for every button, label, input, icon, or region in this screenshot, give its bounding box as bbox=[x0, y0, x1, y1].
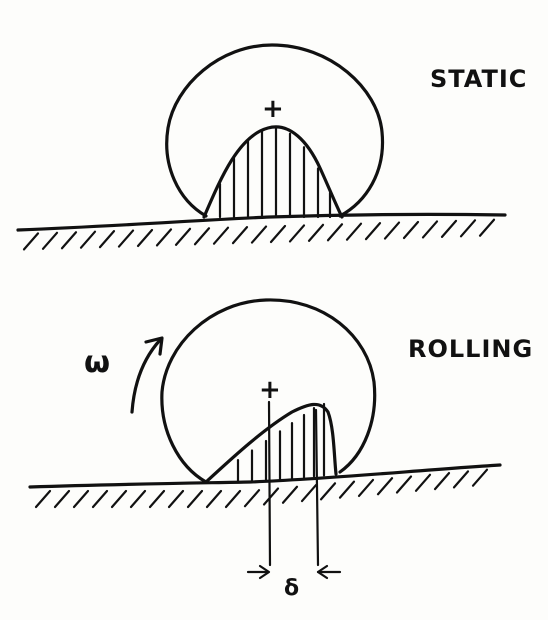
hatch-stroke bbox=[60, 231, 78, 250]
hatch-stroke bbox=[53, 489, 71, 509]
rolling-pressure-hatching bbox=[236, 402, 326, 484]
hatch-stroke bbox=[357, 478, 375, 498]
hatch-stroke bbox=[414, 473, 432, 492]
hatch-stroke bbox=[193, 227, 211, 246]
delta-arrowhead-right bbox=[316, 564, 329, 580]
omega-label: ω bbox=[84, 345, 110, 380]
hatch-stroke bbox=[269, 224, 287, 244]
static-pressure-hatching bbox=[218, 127, 332, 219]
offset-reference-line bbox=[314, 408, 320, 567]
hatch-stroke bbox=[262, 487, 280, 506]
hatch-stroke bbox=[224, 489, 242, 509]
hatch-stroke bbox=[129, 489, 147, 509]
hatch-stroke bbox=[41, 231, 59, 250]
hatch-stroke bbox=[281, 485, 299, 504]
hatch-stroke bbox=[243, 489, 261, 508]
hatch-stroke bbox=[174, 227, 192, 246]
rolling-wheel bbox=[160, 298, 377, 484]
delta-label: δ bbox=[284, 576, 299, 601]
rolling-diagram: + δ ω ROLLING bbox=[28, 298, 533, 601]
rolling-label: ROLLING bbox=[408, 335, 533, 363]
hatch-stroke bbox=[326, 223, 344, 242]
hatch-stroke bbox=[98, 230, 116, 249]
hatch-stroke bbox=[300, 483, 318, 503]
rotation-arrowhead bbox=[144, 336, 164, 356]
center-reference-line bbox=[267, 400, 272, 567]
hatch-stroke bbox=[110, 489, 128, 509]
rolling-ground-line bbox=[28, 463, 502, 489]
hatch-stroke bbox=[79, 230, 97, 249]
hatch-stroke bbox=[319, 482, 337, 501]
hatch-stroke bbox=[395, 475, 413, 494]
hatch-stroke bbox=[402, 220, 420, 240]
hatch-stroke bbox=[117, 229, 135, 248]
hatch-stroke bbox=[288, 224, 306, 243]
hatch-stroke bbox=[433, 471, 451, 491]
hatch-stroke bbox=[307, 223, 325, 242]
hatch-stroke bbox=[364, 222, 382, 241]
hatch-stroke bbox=[212, 226, 230, 245]
static-ground-line bbox=[16, 212, 507, 232]
static-ground-hatching bbox=[22, 218, 496, 251]
hatch-stroke bbox=[452, 470, 470, 489]
hatch-stroke bbox=[478, 218, 496, 237]
hatch-stroke bbox=[440, 219, 458, 238]
hatch-stroke bbox=[167, 489, 185, 509]
hatch-stroke bbox=[186, 489, 204, 509]
hatch-stroke bbox=[250, 225, 268, 244]
hatch-stroke bbox=[383, 221, 401, 240]
hatch-stroke bbox=[22, 232, 40, 251]
static-center-mark: + bbox=[262, 94, 284, 124]
hatch-stroke bbox=[471, 468, 489, 487]
delta-arrowhead-left bbox=[258, 564, 271, 580]
rolling-pressure-curve bbox=[204, 402, 338, 484]
hatch-stroke bbox=[136, 228, 154, 248]
static-pressure-curve bbox=[202, 125, 344, 219]
hatch-stroke bbox=[91, 489, 109, 509]
rotation-arrow bbox=[130, 338, 162, 414]
static-label: STATIC bbox=[430, 65, 527, 93]
hatch-stroke bbox=[421, 220, 439, 239]
rolling-ground-hatching bbox=[34, 468, 489, 509]
hatch-stroke bbox=[459, 219, 477, 238]
hatch-stroke bbox=[338, 480, 356, 499]
hatch-stroke bbox=[205, 489, 223, 509]
static-wheel bbox=[165, 43, 385, 218]
rolling-center-mark: + bbox=[259, 375, 281, 405]
hatch-stroke bbox=[155, 228, 173, 247]
static-diagram: + STATIC bbox=[16, 43, 527, 251]
hatch-stroke bbox=[376, 477, 394, 496]
hatch-stroke bbox=[345, 222, 363, 241]
hatch-stroke bbox=[148, 489, 166, 509]
hatch-stroke bbox=[34, 489, 52, 509]
hatch-stroke bbox=[72, 489, 90, 509]
hatch-stroke bbox=[231, 226, 249, 245]
